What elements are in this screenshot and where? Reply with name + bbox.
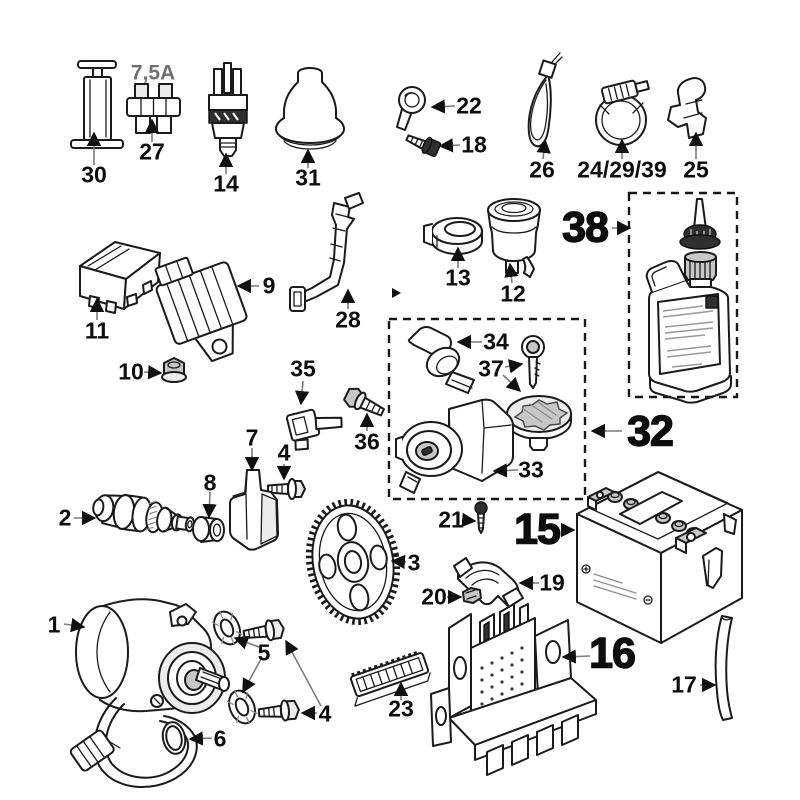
part-label-4-bottom: 4 xyxy=(318,700,332,727)
part-25-clip xyxy=(667,77,707,139)
part-20-clip-nut xyxy=(462,587,482,604)
part-label-32: 32 xyxy=(626,407,674,456)
part-label-8: 8 xyxy=(203,469,217,496)
part-34-ignition-contact xyxy=(407,325,475,394)
part-label-18: 18 xyxy=(461,131,487,158)
part-28-bracket xyxy=(289,192,364,312)
part-label-3: 3 xyxy=(407,549,421,576)
part-label-9: 9 xyxy=(262,272,276,299)
part-1-starter-motor xyxy=(69,598,230,788)
part-13-clamp-ring xyxy=(423,217,483,255)
part-label-27: 27 xyxy=(139,138,165,165)
part-label-37: 37 xyxy=(478,355,504,382)
part-label-21: 21 xyxy=(438,506,464,533)
part-6-o-ring xyxy=(161,721,187,755)
part-8-bushing xyxy=(192,516,225,543)
part-5-washer-a xyxy=(211,610,243,646)
part-18-screw xyxy=(405,134,442,158)
part-label-19: 19 xyxy=(539,569,565,596)
part-label-11: 11 xyxy=(84,317,110,344)
part-label-31: 31 xyxy=(295,164,321,191)
part-12-reservoir xyxy=(487,198,541,278)
part-label-7: 7 xyxy=(245,424,259,451)
part-label-14: 14 xyxy=(213,170,239,197)
part-19-strap xyxy=(453,557,524,608)
group-box-38 xyxy=(627,191,739,399)
part-37-fuel-cap xyxy=(506,395,572,451)
part-26-cable-tie xyxy=(527,52,563,148)
part-label-13: 13 xyxy=(445,264,471,291)
part-4-bolt-mid xyxy=(267,478,306,500)
part-label-35: 35 xyxy=(290,355,316,382)
part-label-25: 25 xyxy=(683,156,709,183)
part-38-oil-bottle xyxy=(645,198,732,404)
part-label-34: 34 xyxy=(483,328,509,355)
part-label-28: 28 xyxy=(335,306,361,333)
part-9-regulator xyxy=(154,256,248,363)
part-37-key xyxy=(521,335,545,389)
part-label-23: 23 xyxy=(388,695,414,722)
part-2-starter-drive xyxy=(92,493,195,534)
part-23-terminal-strip xyxy=(349,650,431,707)
part-35-switch xyxy=(285,408,343,451)
part-label-26: 26 xyxy=(529,156,555,183)
part-label-2: 2 xyxy=(58,504,72,531)
part-label-15: 15 xyxy=(513,505,561,554)
part-17-vent-tube xyxy=(714,615,733,721)
part-4-bolt-a xyxy=(242,619,285,642)
part-31-rubber-boot xyxy=(275,67,345,150)
part-label-36: 36 xyxy=(354,428,380,455)
part-label-17: 17 xyxy=(671,671,697,698)
part-33-ignition-lock xyxy=(395,398,514,494)
part-label-10: 10 xyxy=(118,358,144,385)
stray-arrow-icon xyxy=(392,288,401,298)
part-22-p-clip xyxy=(396,86,426,131)
leader-lines xyxy=(63,99,717,746)
part-label-30: 30 xyxy=(81,161,107,188)
part-11-relay xyxy=(79,241,161,314)
part-label-5: 5 xyxy=(257,639,271,666)
part-27-fuse xyxy=(126,83,181,134)
part-14-brake-switch xyxy=(208,62,248,157)
part-30-grease-tube xyxy=(70,60,124,149)
part-15-battery xyxy=(576,471,743,644)
part-36-bolt xyxy=(343,387,385,417)
part-label-20: 20 xyxy=(421,583,447,610)
part-10-nut xyxy=(161,357,187,383)
group-box-32 xyxy=(387,317,587,501)
part-7-bracket xyxy=(229,469,279,551)
part-label-1: 1 xyxy=(47,611,61,638)
part-label-38: 38 xyxy=(561,203,609,252)
part-label-33: 33 xyxy=(518,456,544,483)
part-label-16: 16 xyxy=(588,629,636,678)
part-label-22: 22 xyxy=(456,92,482,119)
part-label-6: 6 xyxy=(213,725,227,752)
part-24-hose-clamp xyxy=(595,79,650,146)
fuse-rating-marking: 7,5A xyxy=(130,61,176,85)
part-16-battery-box xyxy=(430,603,597,776)
part-5-washer-b xyxy=(226,689,258,725)
part-label-24-29-39: 24/29/39 xyxy=(577,156,667,183)
part-4-bolt-b xyxy=(257,699,300,722)
part-21-screw xyxy=(474,501,488,534)
part-3-ring-gear xyxy=(305,498,401,626)
part-label-4-mid: 4 xyxy=(277,439,291,466)
part-label-12: 12 xyxy=(500,280,526,307)
